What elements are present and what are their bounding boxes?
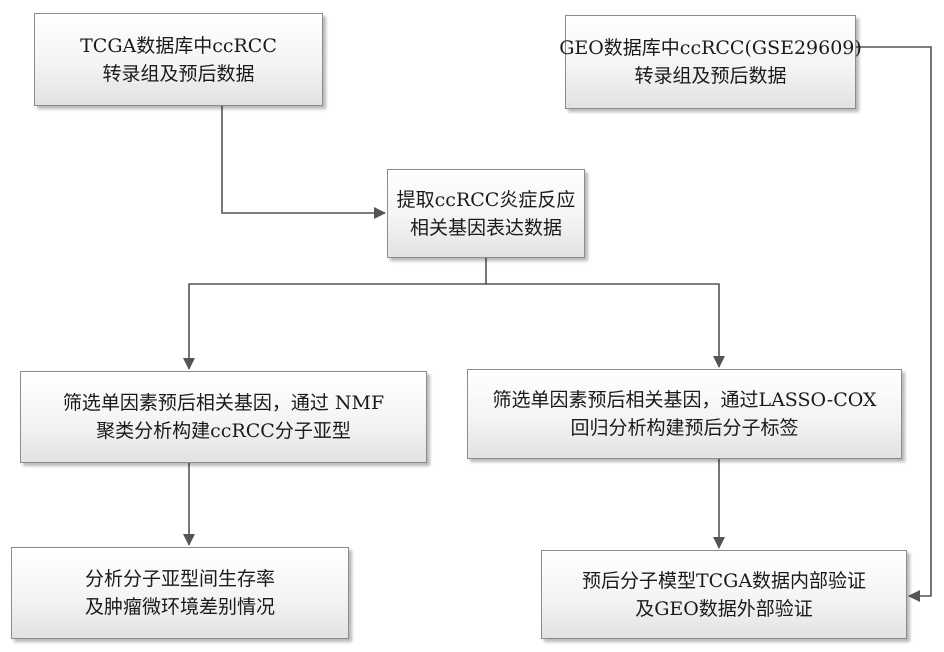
arrow-tcga-to-extract: [221, 106, 386, 219]
node-survival-analysis: 分析分子亚型间生存率 及肿瘤微环境差别情况: [11, 547, 349, 639]
node-geo-data: GEO数据库中ccRCC(GSE29609) 转录组及预后数据: [559, 15, 862, 109]
node-lasso-line2: 回归分析构建预后分子标签: [570, 417, 799, 439]
node-validate-line1: 预后分子模型TCGA数据内部验证: [581, 569, 867, 592]
arrow-geo-to-validate: [856, 46, 932, 602]
node-survival-line2: 及肿瘤微环境差别情况: [84, 596, 275, 618]
node-extract-line1: 提取ccRCC炎症反应: [396, 188, 576, 211]
arrow-extract-to-lasso: [486, 283, 725, 368]
node-tcga-data: TCGA数据库中ccRCC 转录组及预后数据: [34, 13, 323, 106]
node-validation: 预后分子模型TCGA数据内部验证 及GEO数据外部验证: [541, 550, 907, 639]
node-nmf-line2: 聚类分析构建ccRCC分子亚型: [96, 420, 351, 442]
node-lasso-line1: 筛选单因素预后相关基因，通过LASSO-COX: [492, 389, 877, 411]
node-tcga-line2: 转录组及预后数据: [102, 62, 255, 85]
node-nmf-subtypes: 筛选单因素预后相关基因，通过 NMF 聚类分析构建ccRCC分子亚型: [20, 371, 427, 463]
node-extract-line2: 相关基因表达数据: [409, 216, 562, 239]
node-extract-expression: 提取ccRCC炎症反应 相关基因表达数据: [387, 169, 585, 258]
node-validate-line2: 及GEO数据外部验证: [635, 597, 813, 620]
node-geo-line2: 转录组及预后数据: [634, 65, 787, 87]
node-tcga-line1: TCGA数据库中ccRCC: [80, 34, 277, 57]
node-survival-line1: 分析分子亚型间生存率: [84, 568, 275, 590]
node-nmf-line1: 筛选单因素预后相关基因，通过 NMF: [62, 392, 385, 414]
arrow-extract-to-nmf: [183, 258, 487, 370]
node-lasso-signature: 筛选单因素预后相关基因，通过LASSO-COX 回归分析构建预后分子标签: [467, 369, 902, 459]
node-geo-line1: GEO数据库中ccRCC(GSE29609): [559, 37, 862, 59]
